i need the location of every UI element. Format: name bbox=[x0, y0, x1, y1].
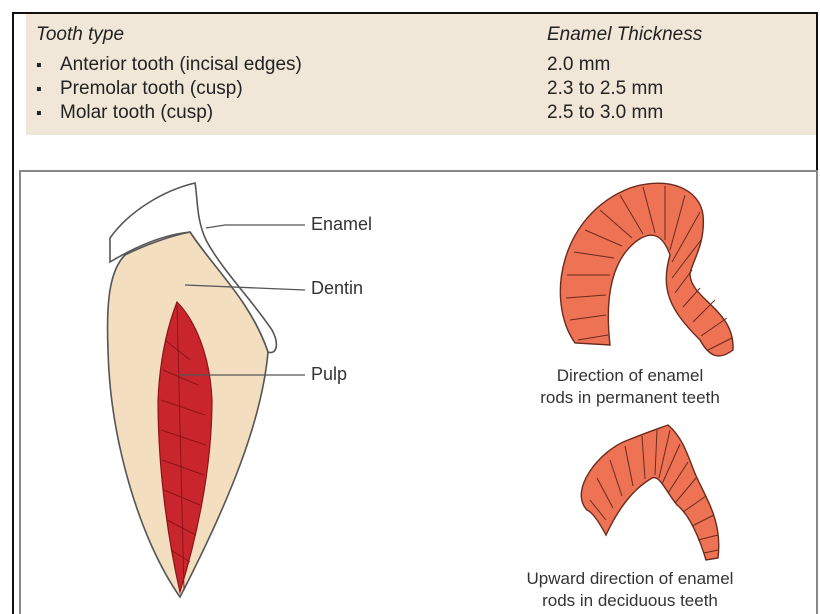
permanent-rods-arch bbox=[560, 183, 733, 356]
caption-deciduous-line2: rods in deciduous teeth bbox=[470, 590, 790, 612]
label-pulp: Pulp bbox=[311, 364, 347, 385]
label-dentin: Dentin bbox=[311, 278, 363, 299]
caption-deciduous: Upward direction of enamel rods in decid… bbox=[470, 568, 790, 612]
label-enamel: Enamel bbox=[311, 214, 372, 235]
caption-permanent: Direction of enamel rods in permanent te… bbox=[470, 365, 790, 409]
caption-permanent-line1: Direction of enamel bbox=[470, 365, 790, 387]
caption-deciduous-line1: Upward direction of enamel bbox=[470, 568, 790, 590]
caption-permanent-line2: rods in permanent teeth bbox=[470, 387, 790, 409]
enamel-leader bbox=[206, 225, 305, 228]
